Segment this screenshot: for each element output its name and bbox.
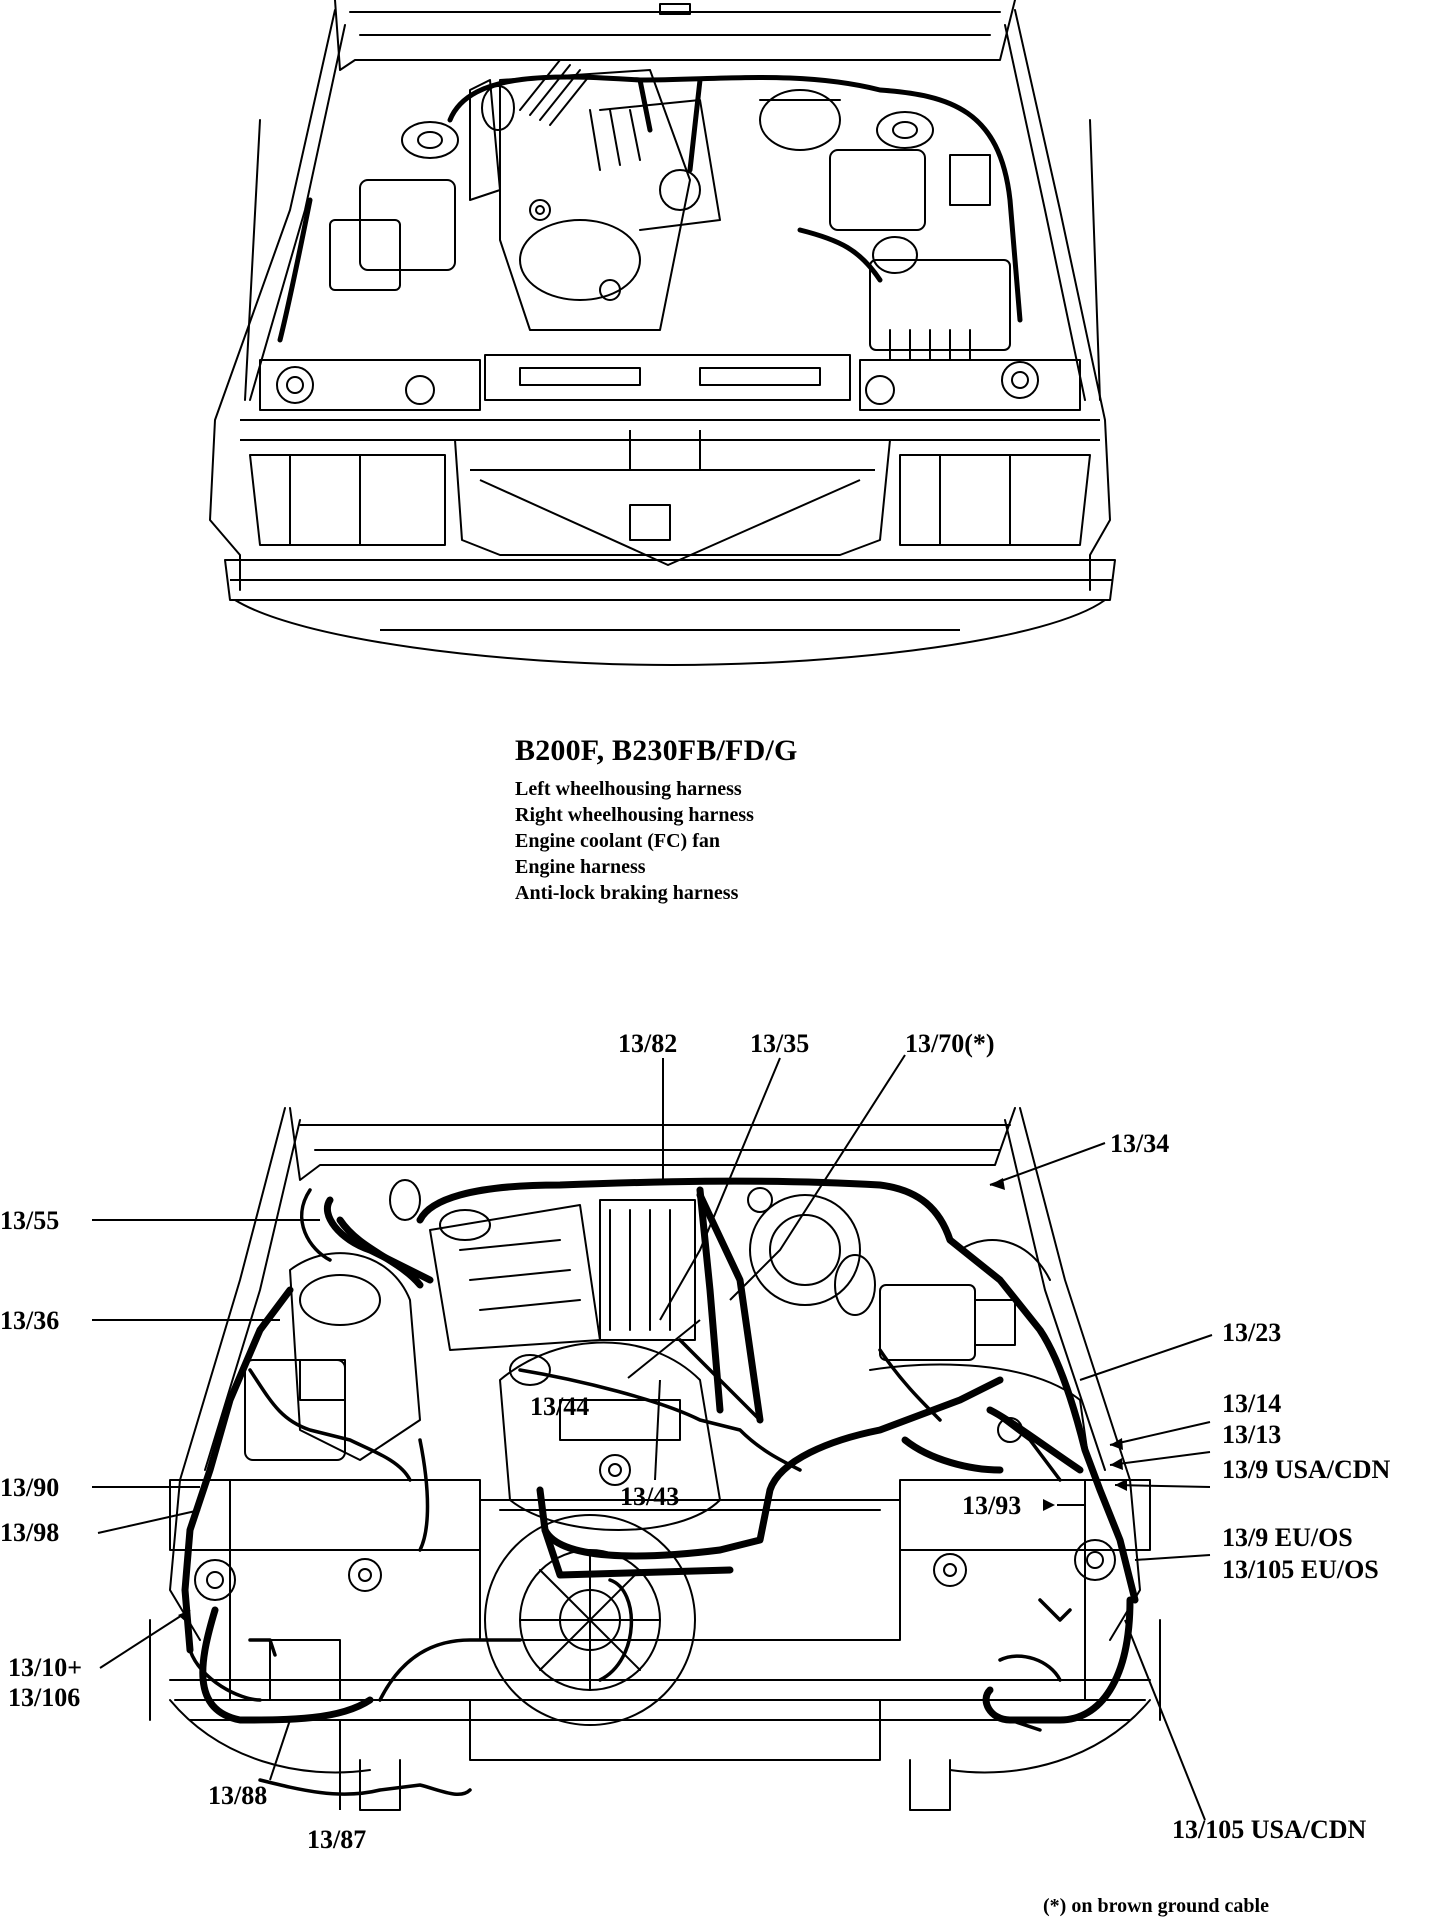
callout-13-93: 13/93 (962, 1491, 1021, 1520)
callout-13-35: 13/35 (750, 1029, 809, 1058)
caption-item-abs-harness: Anti-lock braking harness (515, 882, 739, 904)
callout-13-9-eu-os: 13/9 EU/OS (1222, 1523, 1353, 1552)
callout-13-106: 13/106 (8, 1683, 80, 1712)
callout-13-23: 13/23 (1222, 1318, 1281, 1347)
callout-13-43: 13/43 (620, 1482, 679, 1511)
callout-13-90: 13/90 (0, 1473, 59, 1502)
callout-13-10: 13/10+ (8, 1653, 82, 1682)
callout-13-14: 13/14 (1222, 1389, 1281, 1418)
callout-13-36: 13/36 (0, 1306, 59, 1335)
callout-13-98: 13/98 (0, 1518, 59, 1547)
callout-13-9-usa-cdn: 13/9 USA/CDN (1222, 1455, 1391, 1484)
engine-model-title: B200F, B230FB/FD/G (515, 734, 798, 767)
caption-item-coolant-fan: Engine coolant (FC) fan (515, 830, 720, 852)
callout-13-44: 13/44 (530, 1392, 589, 1421)
callout-13-13: 13/13 (1222, 1420, 1281, 1449)
callout-13-82: 13/82 (618, 1029, 677, 1058)
callout-13-88: 13/88 (208, 1781, 267, 1810)
caption-item-right-wheelhousing: Right wheelhousing harness (515, 804, 754, 826)
diagram-caption: B200F, B230FB/FD/G Left wheelhousing har… (515, 734, 798, 906)
callout-13-105-eu-os: 13/105 EU/OS (1222, 1555, 1379, 1584)
caption-item-left-wheelhousing: Left wheelhousing harness (515, 778, 742, 800)
callout-13-70: 13/70(*) (905, 1029, 995, 1058)
caption-item-engine-harness: Engine harness (515, 856, 646, 878)
callout-13-105-usa-cdn: 13/105 USA/CDN (1172, 1815, 1367, 1844)
engine-bay-illustration-top (209, 0, 1116, 666)
callout-13-55: 13/55 (0, 1206, 59, 1235)
footnote: (*) on brown ground cable (1043, 1895, 1269, 1917)
callout-13-87: 13/87 (307, 1825, 366, 1854)
callout-13-34: 13/34 (1110, 1129, 1169, 1158)
